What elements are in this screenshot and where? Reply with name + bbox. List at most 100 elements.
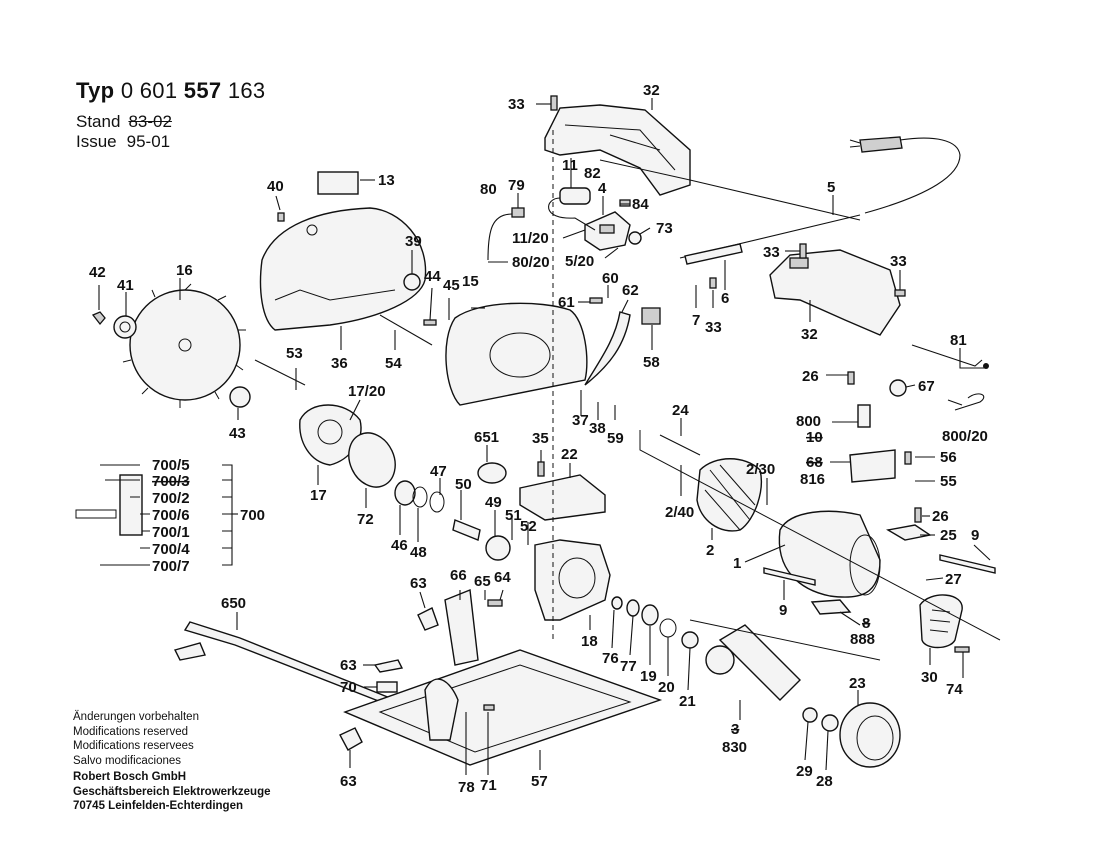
callout-label: 28 <box>816 773 833 790</box>
callout-label: 26 <box>932 508 949 525</box>
part-ring-28 <box>821 714 839 732</box>
callout-label: 55 <box>940 473 957 490</box>
issue-label: Issue <box>76 132 117 151</box>
label-700: 700 <box>240 507 265 524</box>
callout-label: 40 <box>267 178 284 195</box>
callout-label: 800 <box>796 413 821 430</box>
issue-value: 95-01 <box>126 132 171 151</box>
callout-label: 39 <box>405 233 422 250</box>
part-base-plate-57 <box>343 649 663 766</box>
callout-label: 50 <box>455 476 472 493</box>
callout-label: 58 <box>643 354 660 371</box>
part-label-888 <box>810 599 852 615</box>
callout-label: 63 <box>410 575 427 592</box>
callout-label: 32 <box>643 82 660 99</box>
callout-label: 80/20 <box>512 254 550 271</box>
label-700-3: 700/3 <box>152 473 190 490</box>
callout-label: 21 <box>679 693 696 710</box>
part-power-cord-5 <box>679 136 961 259</box>
callout-label: 11/20 <box>512 230 549 247</box>
issue-line: Issue 95-01 <box>76 132 170 152</box>
model-type-heading: Typ 0 601 557 163 <box>76 78 265 104</box>
callout-label: 26 <box>802 368 819 385</box>
callout-label: 33 <box>763 244 780 261</box>
part-knob-63b <box>373 659 404 673</box>
label-700-7: 700/7 <box>152 558 190 575</box>
label-700-4: 700/4 <box>152 541 190 558</box>
callout-label-struck: 10 <box>806 429 823 446</box>
part-gear-49 <box>485 535 511 561</box>
footer-line: Änderungen vorbehalten <box>73 711 199 723</box>
callout-label: 17 <box>310 487 327 504</box>
callout-label: 65 <box>474 573 491 590</box>
callout-label: 62 <box>622 282 639 299</box>
typ-number-b: 557 <box>183 78 222 103</box>
callout-label: 78 <box>458 779 475 796</box>
assembly-line <box>599 159 861 221</box>
part-bracket-816 <box>849 449 896 483</box>
callout-label: 17/20 <box>348 383 386 400</box>
callout-label: 651 <box>474 429 499 446</box>
capacitor-wire <box>548 197 596 231</box>
part-end-cap-30 <box>919 594 963 649</box>
part-58 <box>641 307 661 325</box>
callout-label: 56 <box>940 449 957 466</box>
footer-company: Robert Bosch GmbH <box>73 771 187 783</box>
callout-label: 53 <box>286 345 303 362</box>
callout-label: 5 <box>827 179 835 196</box>
assembly-700-labels: 700/5 700/3 700/2 700/6 700/1 700/4 700/… <box>152 457 265 575</box>
part-flange-41 <box>113 315 137 339</box>
callout-label: 650 <box>221 595 246 612</box>
part-armature-830 <box>705 624 801 701</box>
callout-label-struck: 3 <box>731 721 739 738</box>
part-ring-19 <box>641 604 659 626</box>
typ-prefix: Typ <box>76 78 115 103</box>
part-knob-63a <box>417 607 439 631</box>
part-bearing-46 <box>394 480 416 506</box>
part-cover-22 <box>519 474 606 521</box>
callout-label: 76 <box>602 650 619 667</box>
part-gear-case-18 <box>534 539 611 621</box>
footer-line: Modifications reserved <box>73 725 189 738</box>
callout-label: 44 <box>424 268 441 285</box>
callout-label: 32 <box>801 326 818 343</box>
callout-label: 18 <box>581 633 598 650</box>
part-scale-66 <box>444 589 479 666</box>
callout-label: 42 <box>89 264 106 281</box>
callout-label: 73 <box>656 220 673 237</box>
callout-label: 82 <box>584 165 601 182</box>
part-screw-54 <box>379 314 433 346</box>
callout-label: 80 <box>480 181 497 198</box>
callout-label: 33 <box>705 319 722 336</box>
footer-notes: Änderungen vorbehalten Modifications res… <box>73 710 271 814</box>
screws <box>277 95 970 711</box>
part-lever-62 <box>584 311 631 386</box>
footer-division: Geschäftsbereich Elektrowerkzeuge <box>73 785 271 798</box>
typ-number-a: 0 601 <box>120 78 178 103</box>
callout-label: 72 <box>357 511 374 528</box>
callout-label: 830 <box>722 739 747 756</box>
callout-label: 30 <box>921 669 938 686</box>
part-ring-48 <box>412 486 428 508</box>
part-73-grommet <box>628 231 642 245</box>
callout-label: 74 <box>946 681 963 698</box>
part-67 <box>889 379 907 397</box>
part-knob-651 <box>477 462 507 484</box>
callout-label: 9 <box>779 602 787 619</box>
callout-label: 47 <box>430 463 447 480</box>
part-blade-guard-36 <box>259 207 427 331</box>
part-80-wire <box>487 213 513 261</box>
callout-label: 27 <box>945 571 962 588</box>
part-screw-24 <box>659 434 701 456</box>
part-fan-cover-23 <box>839 702 901 768</box>
part-screw-53 <box>254 359 306 386</box>
typ-number-c: 163 <box>227 78 266 103</box>
callout-label: 19 <box>640 668 657 685</box>
part-capacitor-11 <box>559 187 591 205</box>
part-circlip-47 <box>429 491 445 513</box>
callout-label: 45 <box>443 277 460 294</box>
part-screw-42 <box>91 311 106 326</box>
part-callouts: 33 32 82 11 80 79 4 84 73 11/20 80/20 5/… <box>89 82 988 796</box>
callout-label: 33 <box>890 253 907 270</box>
